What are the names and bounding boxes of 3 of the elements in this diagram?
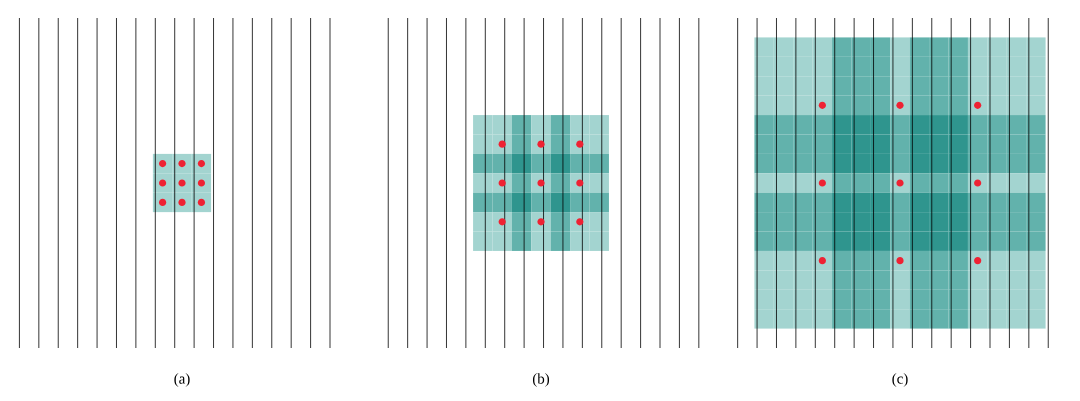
panel-label: (c) [892,373,908,387]
panel-label: (a) [174,373,190,387]
panel-label: (b) [532,373,550,387]
